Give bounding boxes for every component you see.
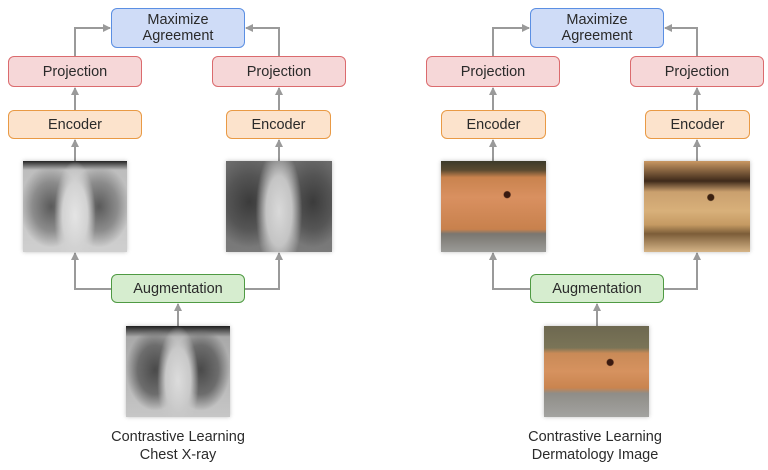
encoder-label: Encoder [47, 116, 102, 133]
maximize-agreement-label: Maximize Agreement [561, 12, 633, 44]
maximize-agreement-box: Maximize Agreement [111, 8, 245, 48]
encoder-box-left: Encoder [8, 110, 142, 139]
encoder-label: Encoder [251, 116, 306, 133]
derm-source-image [544, 326, 649, 417]
projection-box-right: Projection [630, 56, 764, 87]
projection-box-right: Projection [212, 56, 346, 87]
derm-augmented-view-a-image [441, 161, 546, 252]
projection-label: Projection [460, 63, 526, 80]
arrow-proj-right-to-maximize [245, 24, 280, 56]
projection-box-left: Projection [8, 56, 142, 87]
caption-line-2: Chest X-ray [139, 447, 217, 463]
xray-source-image [126, 326, 230, 417]
encoder-label: Encoder [670, 116, 725, 133]
augmentation-box: Augmentation [111, 274, 245, 303]
encoder-box-right: Encoder [226, 110, 331, 139]
augmentation-box: Augmentation [530, 274, 664, 303]
xray-augmented-view-a-image [23, 161, 127, 252]
derm-augmented-view-b-image [644, 161, 750, 252]
arrow-proj-left-to-maximize [492, 24, 530, 56]
augmentation-label: Augmentation [552, 280, 642, 297]
caption-line-1: Contrastive Learning [528, 429, 662, 445]
projection-label: Projection [246, 63, 312, 80]
arrow-aug-to-image-right [245, 252, 283, 290]
arrow-aug-to-image-right [664, 252, 701, 290]
xray-augmented-view-b-image [226, 161, 332, 252]
arrow-proj-left-to-maximize [74, 24, 111, 56]
encoder-label: Encoder [466, 116, 521, 133]
arrow-aug-to-image-left [489, 252, 530, 290]
diagram-caption: Contrastive Learning Dermatology Image [485, 428, 705, 464]
encoder-box-left: Encoder [441, 110, 546, 139]
encoder-box-right: Encoder [645, 110, 750, 139]
projection-label: Projection [42, 63, 108, 80]
diagram-caption: Contrastive Learning Chest X-ray [68, 428, 288, 464]
maximize-agreement-box: Maximize Agreement [530, 8, 664, 48]
caption-line-1: Contrastive Learning [111, 429, 245, 445]
projection-label: Projection [664, 63, 730, 80]
projection-box-left: Projection [426, 56, 560, 87]
maximize-agreement-label: Maximize Agreement [142, 12, 214, 44]
caption-line-2: Dermatology Image [531, 447, 659, 463]
augmentation-label: Augmentation [133, 280, 223, 297]
arrow-aug-to-image-left [71, 252, 111, 290]
arrow-proj-right-to-maximize [664, 24, 698, 56]
